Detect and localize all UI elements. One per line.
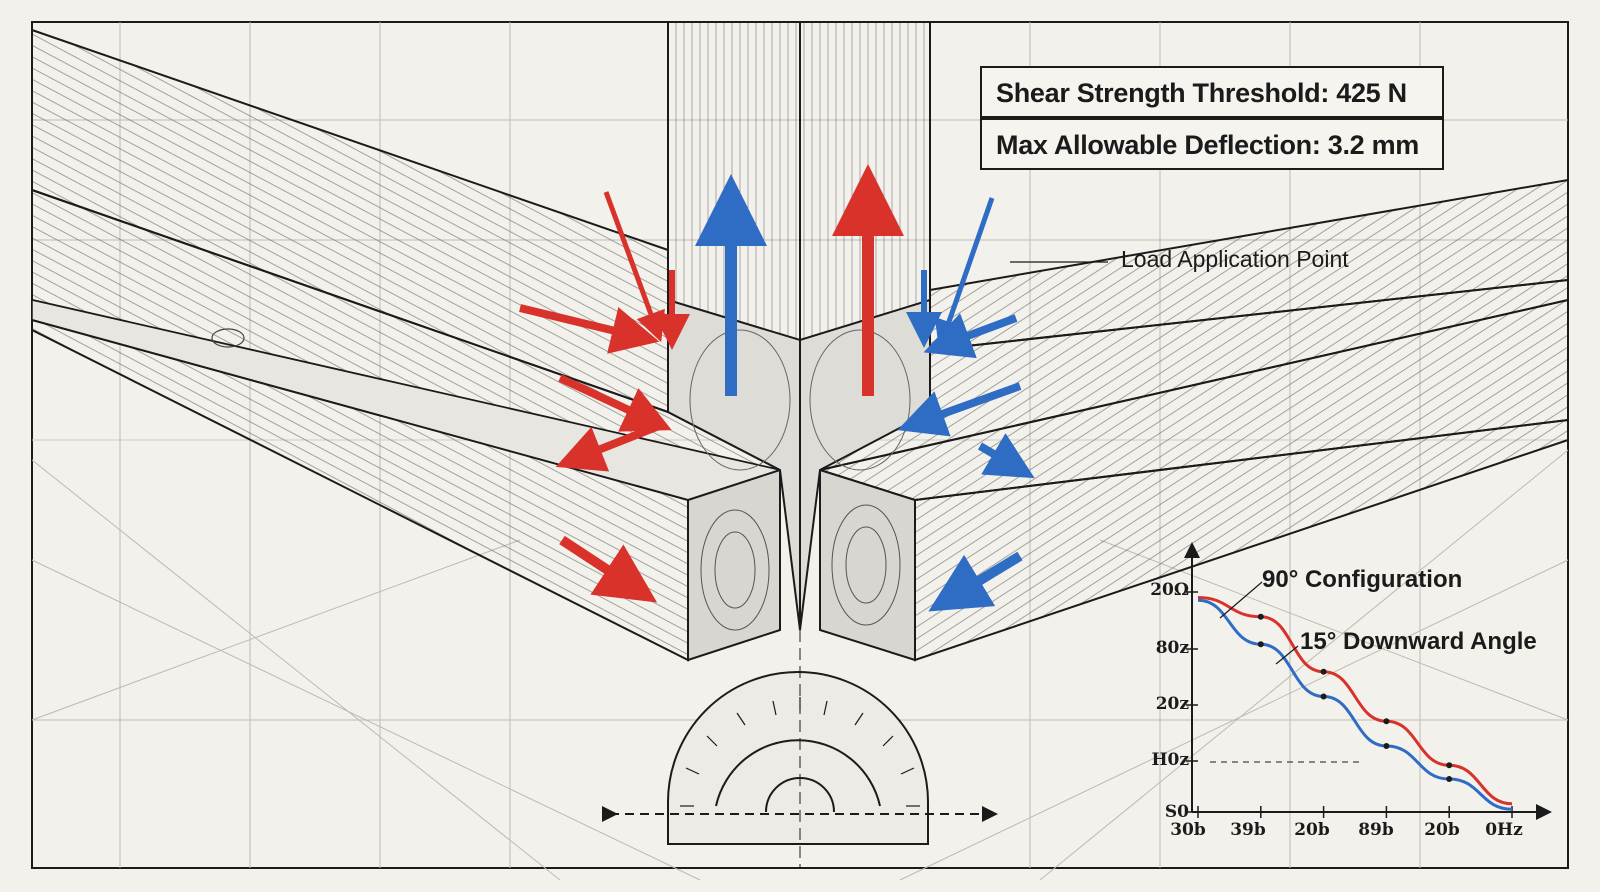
y-tick-label: S0 <box>1164 802 1189 822</box>
series-90-label: 90° Configuration <box>1262 566 1463 593</box>
blue-arrow-bottom <box>928 551 1023 612</box>
blue-arrow-lower-right <box>977 433 1035 479</box>
deflection-chart <box>1184 542 1552 820</box>
red-arrow-diagonal-left <box>603 191 665 343</box>
series-15-label: 15° Downward Angle <box>1300 628 1537 655</box>
x-tick-label: 20b <box>1424 820 1460 840</box>
force-arrows <box>519 164 1035 612</box>
red-arrow-mid-left <box>558 374 672 432</box>
x-tick-label: 30b <box>1170 820 1206 840</box>
x-tick-label: 0Hz <box>1485 820 1523 840</box>
deflection-limit-text: Max Allowable Deflection: 3.2 mm <box>996 130 1420 160</box>
x-tick-label: 89b <box>1358 820 1394 840</box>
right-beam <box>816 178 1569 662</box>
series-90-leader <box>1219 581 1263 619</box>
y-tick-label: 20z <box>1155 694 1189 714</box>
x-tick-label: 39b <box>1230 820 1266 840</box>
series-line-1 <box>1197 598 1513 811</box>
series-point-0-3 <box>1383 718 1390 725</box>
blue-arrow-mid-right <box>897 382 1022 437</box>
series-point-1-3 <box>1383 743 1390 749</box>
series-15-leader <box>1275 645 1299 665</box>
series-point-1-2 <box>1320 693 1327 700</box>
red-arrow-bottom <box>559 535 658 603</box>
y-tick-label: H0z <box>1151 750 1189 770</box>
load-application-label: Load Application Point <box>1121 246 1349 272</box>
series-point-0-4 <box>1446 762 1453 769</box>
protractor-icon <box>667 671 929 845</box>
red-arrow-lower-inner <box>555 420 666 472</box>
shear-threshold-box: Shear Strength Threshold: 425 N <box>980 66 1444 118</box>
blue-arrow-diagonal-right <box>934 197 995 351</box>
y-tick-label: 20Ω <box>1150 580 1189 600</box>
series-point-0-2 <box>1320 668 1327 675</box>
y-tick-label: 80z <box>1155 638 1189 658</box>
series-point-1-1 <box>1257 641 1264 648</box>
deflection-limit-box: Max Allowable Deflection: 3.2 mm <box>980 118 1444 170</box>
blue-arrow-upper-right <box>923 313 1018 359</box>
series-point-0-1 <box>1257 613 1264 620</box>
red-arrow-upper-left <box>519 304 660 354</box>
series-point-1-4 <box>1446 776 1453 782</box>
x-tick-label: 20b <box>1294 820 1330 840</box>
shear-threshold-text: Shear Strength Threshold: 425 N <box>996 78 1407 108</box>
